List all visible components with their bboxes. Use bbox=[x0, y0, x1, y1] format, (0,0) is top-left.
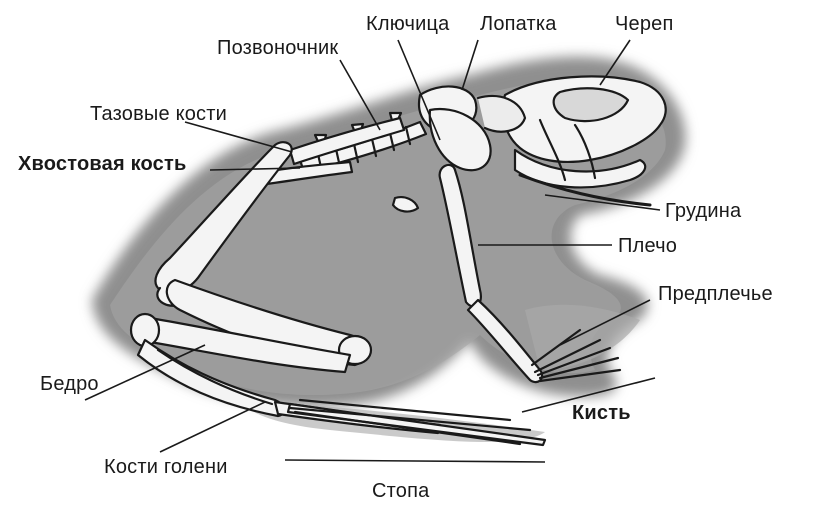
leader-spine bbox=[339, 59, 381, 131]
label-shoulder: Плечо bbox=[618, 235, 678, 257]
leader-pelvis bbox=[184, 121, 293, 153]
label-shin: Кости голени bbox=[104, 456, 228, 478]
label-skull: Череп bbox=[615, 13, 674, 35]
leader-femur bbox=[84, 344, 206, 401]
tailbone-bone bbox=[248, 160, 354, 188]
leader-scapula bbox=[461, 39, 479, 91]
label-sternum: Грудина bbox=[665, 200, 742, 222]
label-clavicle: Ключица bbox=[366, 13, 450, 35]
leader-forearm bbox=[559, 299, 651, 346]
label-femur: Бедро bbox=[40, 373, 99, 395]
skull-orbit bbox=[552, 87, 630, 123]
label-tailbone: Хвостовая кость bbox=[18, 153, 187, 175]
label-foot: Стопа bbox=[372, 480, 430, 502]
foot-bones bbox=[273, 398, 547, 447]
label-spine: Позвоночник bbox=[217, 37, 339, 59]
pelvis-bone bbox=[288, 116, 406, 166]
leader-shin bbox=[159, 401, 266, 453]
sternum-bone bbox=[518, 173, 652, 207]
bracket-hand bbox=[521, 377, 656, 413]
hand-bones bbox=[530, 328, 622, 383]
skeleton bbox=[129, 75, 667, 447]
humerus-bone bbox=[438, 163, 482, 308]
bracket-foot bbox=[284, 459, 546, 463]
label-hand: Кисть bbox=[572, 402, 631, 424]
leader-lines bbox=[84, 39, 661, 463]
femur-bone bbox=[154, 141, 293, 295]
label-pelvis: Тазовые кости bbox=[90, 103, 227, 125]
clavicle-bone bbox=[428, 107, 492, 172]
leader-sternum bbox=[544, 194, 661, 211]
leader-tailbone bbox=[209, 167, 301, 171]
leader-skull bbox=[599, 39, 631, 86]
label-forearm: Предплечье bbox=[658, 283, 773, 305]
label-scapula: Лопатка bbox=[480, 13, 557, 35]
leader-clavicle bbox=[397, 39, 441, 141]
